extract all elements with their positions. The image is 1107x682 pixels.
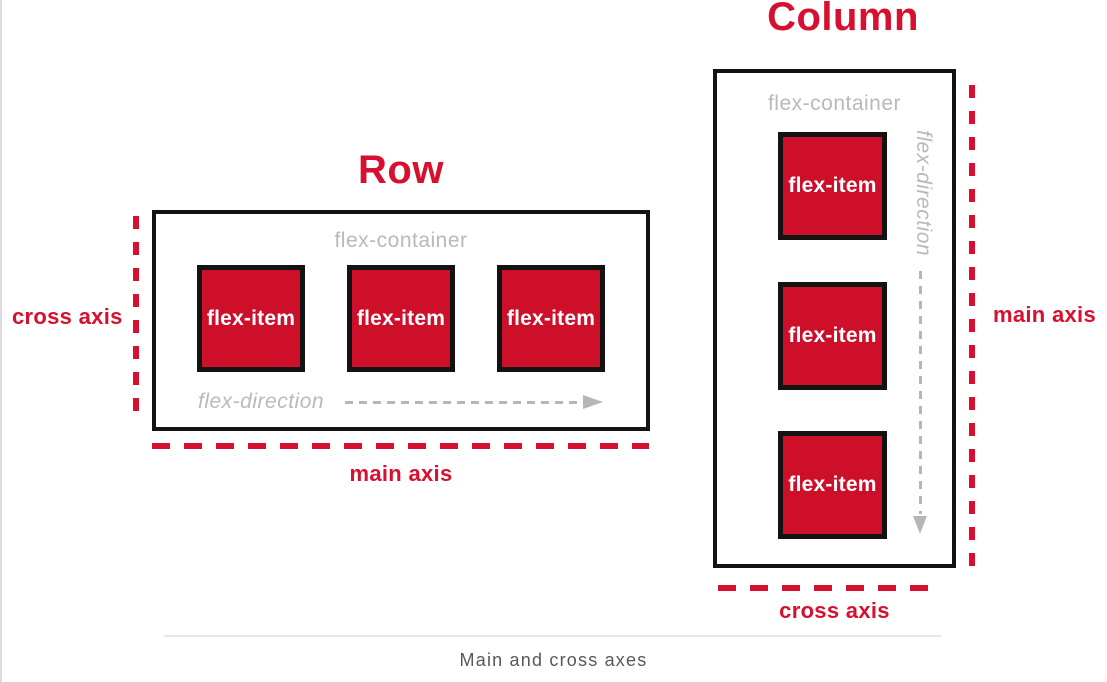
caption-divider xyxy=(164,635,941,637)
flex-item: flex-item xyxy=(778,132,887,240)
flex-item-label: flex-item xyxy=(788,174,877,197)
row-title: Row xyxy=(358,148,444,192)
column-cross-axis-dashed-line xyxy=(718,585,928,591)
flex-container-label: flex-container xyxy=(334,229,468,252)
flex-direction-dash-line xyxy=(345,401,583,404)
column-main-axis-label: main axis xyxy=(993,302,1096,327)
flex-container-label: flex-container xyxy=(767,92,902,115)
row-main-axis-dashed-line xyxy=(152,443,649,449)
flex-direction-dash-line xyxy=(919,271,922,514)
flex-item-label: flex-item xyxy=(206,306,296,330)
figure-caption: Main and cross axes xyxy=(459,650,648,670)
column-flex-container: flex-container flex-item flex-item flex-… xyxy=(713,69,956,568)
flex-direction-label: flex-direction xyxy=(912,130,935,257)
flex-item-label: flex-item xyxy=(788,324,877,347)
column-main-axis-dashed-line xyxy=(969,85,975,579)
flex-item: flex-item xyxy=(197,265,305,372)
flex-item: flex-item xyxy=(347,265,455,372)
row-cross-axis-label: cross axis xyxy=(12,304,123,329)
row-cross-axis-dashed-line xyxy=(133,216,139,424)
arrow-down-icon xyxy=(913,516,927,534)
flex-item-label: flex-item xyxy=(788,473,877,496)
flex-item-label: flex-item xyxy=(356,306,446,330)
row-flex-container: flex-container flex-item flex-item flex-… xyxy=(152,210,650,431)
flex-direction-label: flex-direction xyxy=(198,390,325,413)
page-edge-line xyxy=(0,0,2,682)
flex-item: flex-item xyxy=(497,265,605,372)
row-main-axis-label: main axis xyxy=(349,461,453,486)
flex-item: flex-item xyxy=(778,282,887,390)
arrow-right-icon xyxy=(583,395,603,409)
flex-item: flex-item xyxy=(778,431,887,539)
flex-item-label: flex-item xyxy=(506,306,596,330)
column-cross-axis-label: cross axis xyxy=(779,598,890,623)
column-title: Column xyxy=(767,0,919,39)
